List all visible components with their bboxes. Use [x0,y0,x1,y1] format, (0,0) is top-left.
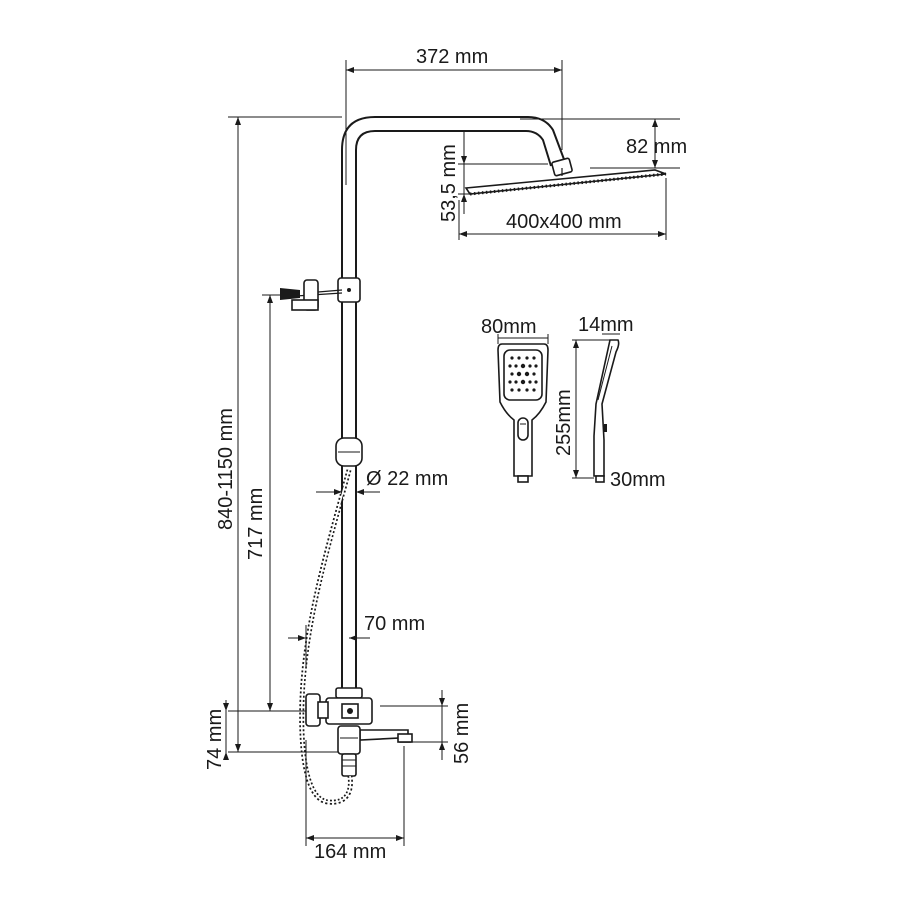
spout-reach-label: 164 mm [314,841,386,863]
hand-shower-nozzles [508,356,538,392]
total-height-label: 840-1150 mm [215,408,237,530]
wall-bracket [280,279,343,311]
dimension-labels: 372 mm 82 mm 53,5 mm 400x400 mm 840-1150… [204,46,687,863]
bath-mixer [305,687,413,777]
spout-height-label: 56 mm [451,703,473,764]
head-offset-label: 82 mm [626,136,687,158]
hand-shower-front [497,343,549,483]
holder-height-label: 717 mm [245,488,267,560]
pipe-diameter-label: Ø 22 mm [366,468,448,490]
hand-width-label: 80mm [481,316,537,338]
dimension-lines [223,60,680,846]
riser-pipe [335,116,566,688]
head-height-label: 53,5 mm [438,144,460,222]
shower-hose [299,469,353,805]
arm-reach-label: 372 mm [416,46,488,68]
hand-base-label: 30mm [610,469,666,491]
rain-shower-head [464,157,667,196]
spray-mode-button [517,417,529,441]
hand-thickness-label: 14mm [578,314,634,336]
hose-offset-label: 70 mm [364,613,425,635]
hand-shower-side [593,339,620,483]
hand-shower-dimensions [497,333,620,479]
hand-length-label: 255mm [553,389,575,456]
head-size-label: 400x400 mm [506,211,622,233]
mixer-height-label: 74 mm [204,709,226,770]
